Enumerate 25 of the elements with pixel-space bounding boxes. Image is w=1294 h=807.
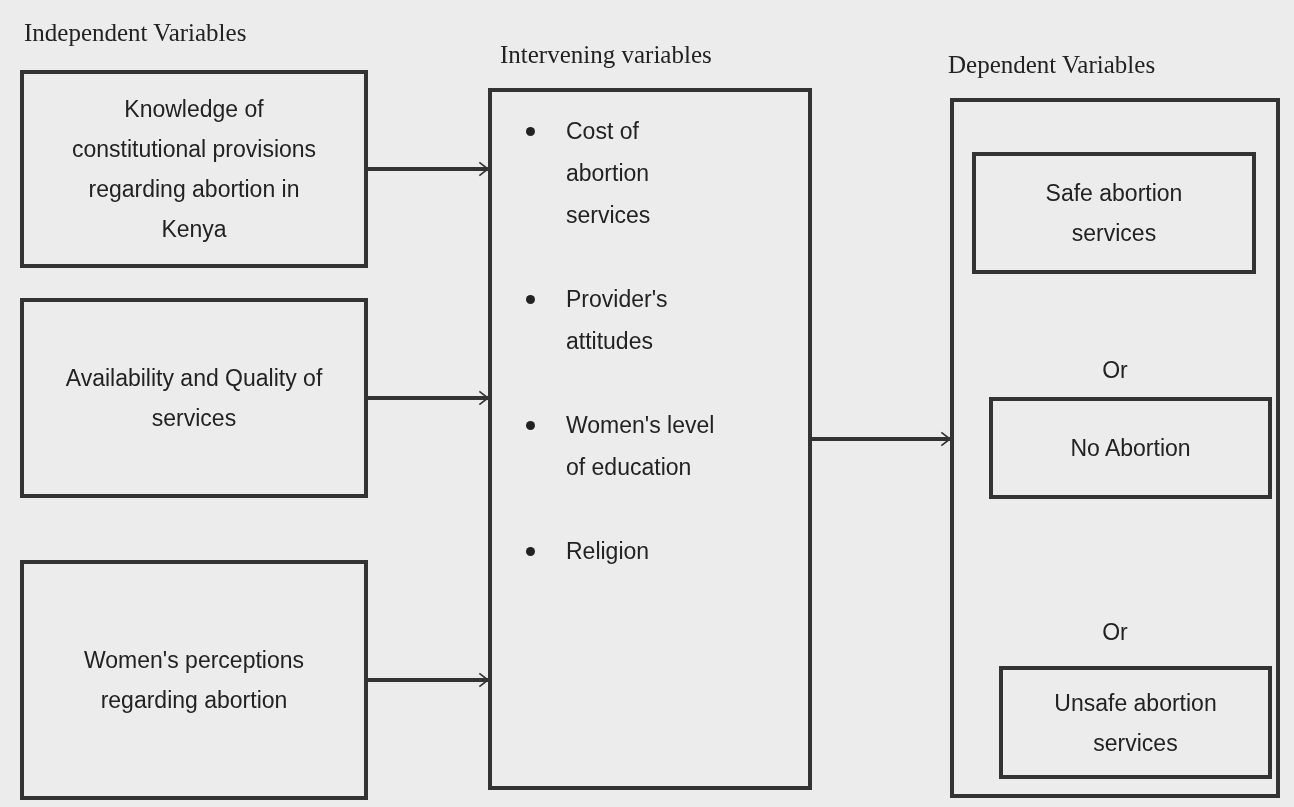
outcome-box — [972, 152, 1256, 274]
box-text: Availability and Quality of services — [64, 364, 324, 433]
box-text: Unsafe abortion services — [1053, 688, 1218, 758]
outcome-box — [989, 397, 1272, 499]
bullet-item: Provider's attitudes — [566, 285, 669, 356]
connector-word: Or — [1102, 618, 1128, 647]
connector-word: Or — [1102, 356, 1128, 385]
variable-box — [20, 70, 368, 268]
bullet-item: Women's level of education — [566, 411, 716, 482]
variable-box — [20, 560, 368, 800]
column-heading: Dependent Variables — [948, 50, 1156, 80]
column-heading: Independent Variables — [24, 18, 247, 48]
box-text: Knowledge of constitutional provisions regarding abortion in Kenya — [70, 95, 318, 244]
box-text: Women's perceptions regarding abortion — [83, 646, 305, 715]
outcome-box — [999, 666, 1272, 779]
box-text: Safe abortion services — [1044, 179, 1184, 248]
arrow — [368, 390, 489, 406]
arrow — [368, 672, 489, 688]
bullet-item: Cost of abortion services — [566, 117, 652, 230]
arrow — [812, 431, 951, 447]
bullet-item: Religion — [566, 537, 651, 566]
variable-box — [20, 298, 368, 498]
column-heading: Intervening variables — [500, 40, 712, 70]
arrow — [368, 161, 489, 177]
box-text: No Abortion — [1070, 434, 1191, 463]
